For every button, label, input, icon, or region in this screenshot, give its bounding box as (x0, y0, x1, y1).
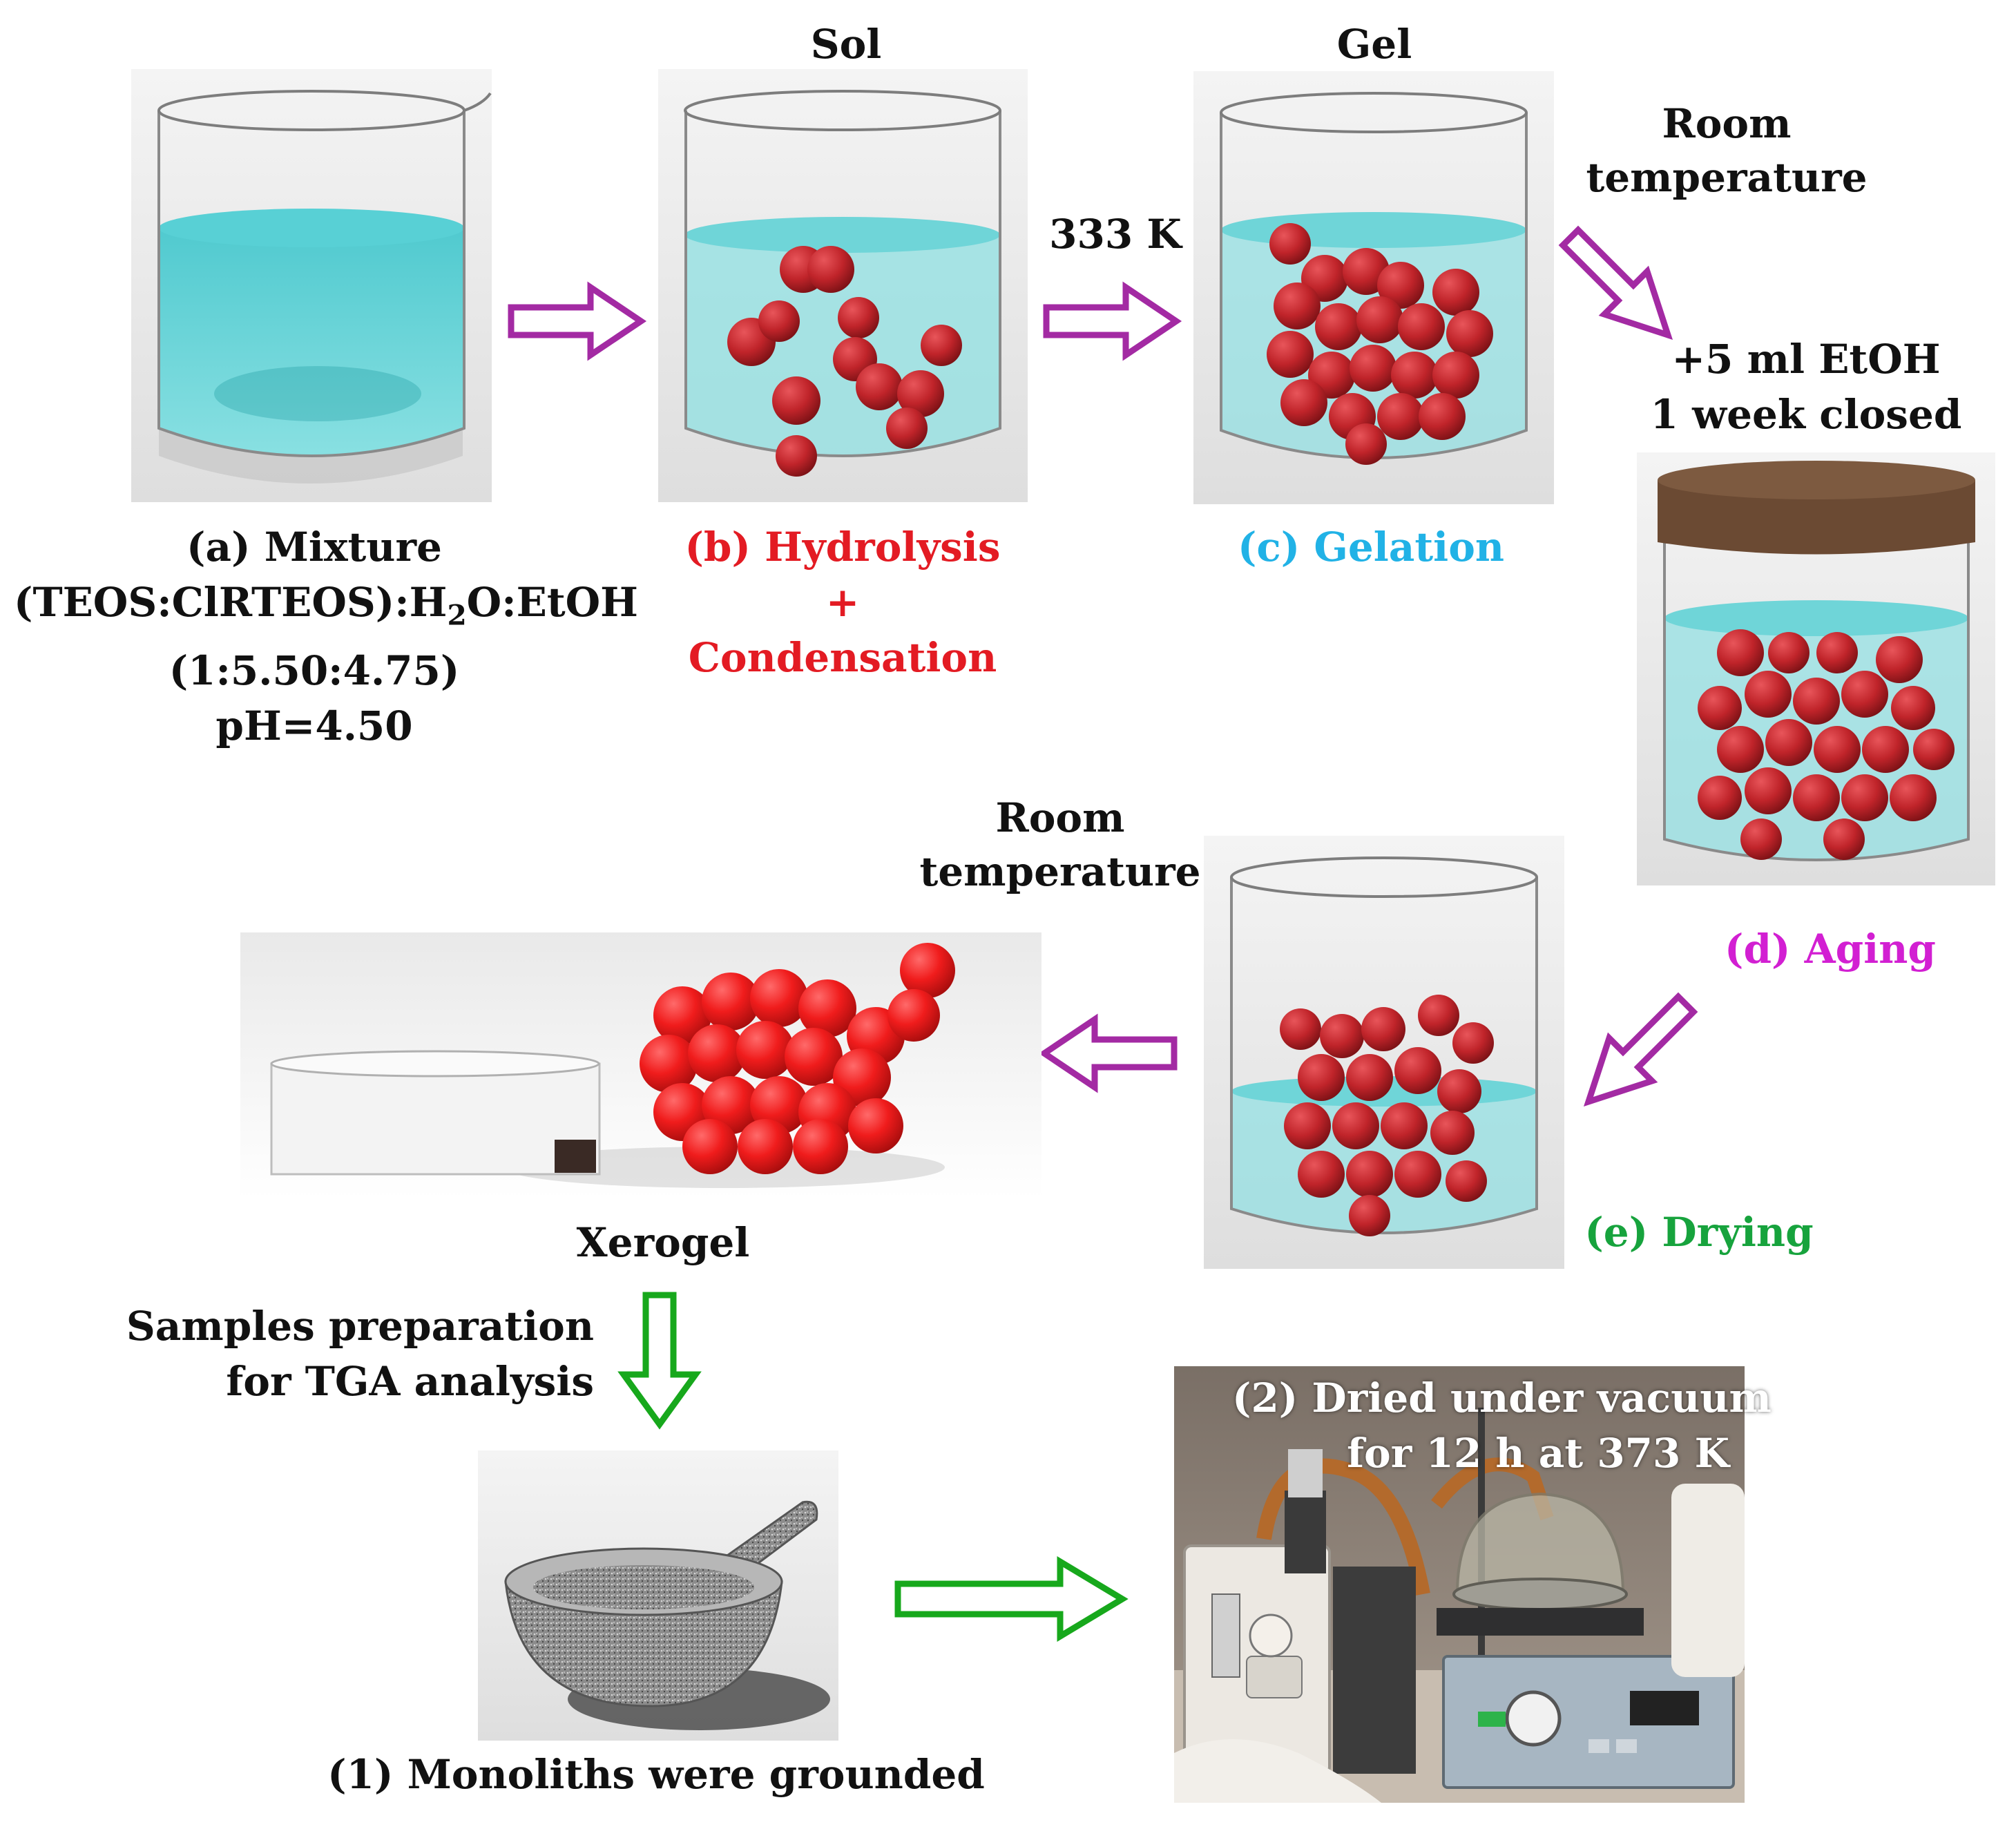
gelation-label: (c) Gelation (1237, 524, 1505, 571)
xerogel-image (240, 932, 1041, 1198)
beaker-drying-image (1204, 836, 1564, 1269)
hydrolysis-title: (b) Hydrolysis (684, 524, 1001, 571)
beaker-gel-image (1193, 71, 1554, 504)
beaker-mixture-image (131, 69, 492, 502)
closed-duration: 1 week closed (1650, 391, 1962, 438)
prep-line1: Samples preparation (126, 1303, 594, 1350)
temperature-line: temperature (1586, 154, 1868, 201)
aging-note-label: +5 ml EtOH 1 week closed (1637, 332, 1975, 442)
formula-subscript: 2 (447, 598, 467, 632)
arrow-right-green-icon (894, 1556, 1129, 1642)
gel-header: Gel (1336, 21, 1412, 68)
room-line: Room (995, 794, 1125, 841)
room-temperature-drying-label: Room temperature (912, 791, 1209, 899)
vacuum-oven-photo: (2) Dried under vacuum for 12 h at 373 K (1174, 1366, 1772, 1803)
mortar-and-pestle-icon (478, 1450, 838, 1741)
room-line: Room (1662, 100, 1792, 147)
formula-part: (TEOS:ClRTEOS):H (14, 579, 448, 626)
temperature-333k-label: 333 K (1049, 211, 1182, 258)
hydrolysis-plus: + (825, 579, 860, 626)
mixture-ratio: (1:5.50:4.75) (169, 647, 460, 694)
ethanol-addition: +5 ml EtOH (1671, 336, 1941, 383)
vacuum-line1: (2) Dried under vacuum (1232, 1375, 1772, 1421)
beaker-sol-image (658, 69, 1028, 502)
mixture-ph: pH=4.50 (215, 702, 413, 749)
formula-part: O:EtOH (466, 579, 638, 626)
arrow-e-to-xerogel-icon (1038, 1013, 1178, 1093)
mixture-label: (a) Mixture (TEOS:ClRTEOS):H2O:EtOH (1:5… (14, 519, 638, 754)
glass-disc-icon (270, 1050, 601, 1176)
hydrolysis-label: (b) Hydrolysis + Condensation (642, 519, 1043, 685)
closed-jar-aging-image (1637, 452, 1995, 885)
arrow-d-to-e-icon (1575, 991, 1699, 1115)
sol-header: Sol (810, 21, 882, 68)
aging-title: (d) Aging (1725, 926, 1936, 973)
condensation-title: Condensation (688, 634, 997, 681)
drying-title: (e) Drying (1584, 1209, 1814, 1256)
sphere-cluster-icon (640, 943, 955, 1174)
arrow-down-green-icon (617, 1292, 702, 1430)
samples-preparation-label: Samples preparation for TGA analysis (104, 1299, 594, 1409)
arrow-a-to-b-icon (508, 281, 647, 361)
vacuum-line2: for 12 h at 373 K (1347, 1430, 1729, 1477)
xerogel-title: Xerogel (576, 1219, 750, 1266)
arrow-b-to-c-icon (1043, 281, 1182, 361)
step1-title: (1) Monoliths were grounded (327, 1751, 985, 1798)
vacuum-drying-label: (2) Dried under vacuum for 12 h at 373 K (1232, 1370, 1772, 1481)
room-temperature-aging-label: Room temperature (1575, 97, 1879, 204)
prep-line2: for TGA analysis (226, 1358, 594, 1405)
mixture-title: (a) Mixture (186, 524, 442, 571)
arrow-c-to-d-icon (1557, 224, 1682, 349)
temperature-line: temperature (919, 848, 1201, 895)
mixture-formula: (TEOS:ClRTEOS):H2O:EtOH (14, 575, 638, 643)
